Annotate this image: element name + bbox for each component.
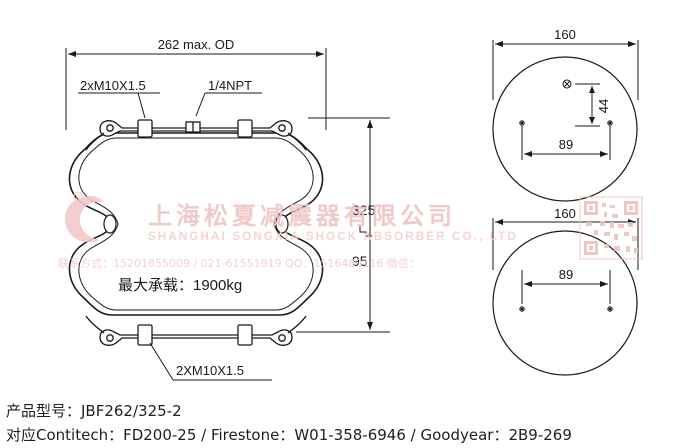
height-min-label: 95 [352, 253, 368, 269]
bottom-view: 160 89 [492, 206, 639, 376]
cross-reference-line: 对应Contitech：FD200-25 / Firestone：W01-358… [6, 426, 572, 444]
top-bead-plate [99, 119, 293, 138]
width-dimension [65, 48, 327, 130]
top-callout-lines [78, 92, 262, 119]
height-max-label: 325 [352, 202, 376, 218]
bottom-callout-lines [149, 342, 272, 381]
top-bolt-holes [519, 120, 613, 126]
top-offset-label: 44 [596, 99, 611, 113]
watermark: R 上海松夏减震器有限公司 SHANGHAI SONGXIA SHOCK ABS… [58, 191, 643, 270]
top-thread-label: 2xM10X1.5 [80, 78, 146, 93]
port-mark [562, 79, 572, 89]
watermark-company-zh: 上海松夏减震器有限公司 [148, 202, 456, 230]
svg-text:R: R [76, 195, 81, 201]
width-label: 262 max. OD [158, 37, 235, 52]
height-dimension [296, 117, 390, 333]
watermark-contact: 联系方式：15201855009 / 021-61551919 QQ：15164… [58, 256, 420, 270]
side-view: 262 max. OD 2xM10X1.5 1/4NPT [65, 37, 390, 381]
top-bolt-spacing-label: 89 [559, 137, 573, 152]
bottom-thread-label: 2XM10X1.5 [176, 363, 244, 378]
bottom-bolt-spacing-label: 89 [559, 267, 573, 282]
qr-code [579, 196, 643, 260]
watermark-logo: R [65, 191, 104, 243]
bottom-bolt-holes [519, 306, 613, 312]
bottom-bead-plate [99, 324, 293, 346]
top-port-label: 1/4NPT [208, 78, 252, 93]
top-view: 160 44 89 [492, 27, 639, 202]
model-line: 产品型号：JBF262/325-2 [6, 402, 182, 420]
plate-bellows-joins [85, 132, 307, 334]
load-label: 最大承载：1900kg [118, 277, 242, 294]
girdle-ring [103, 214, 289, 234]
watermark-company-en: SHANGHAI SONGXIA SHOCK ABSORBER CO., LTD [148, 231, 518, 243]
bottom-diameter-label: 160 [554, 206, 576, 221]
top-diameter-label: 160 [554, 27, 576, 42]
